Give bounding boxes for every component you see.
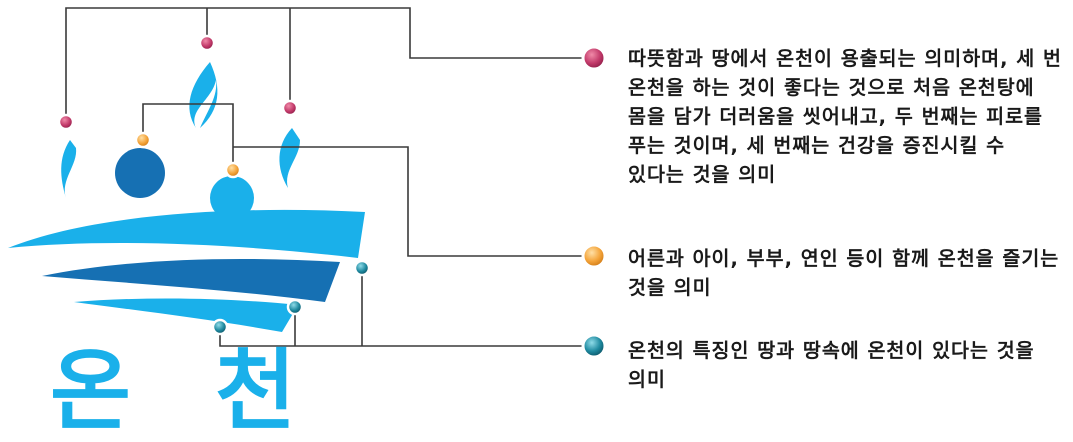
legend-text-warmth: 따뜻함과 땅에서 온천이 용출되는 의미하며, 세 번 온천을 하는 것이 좋다… [628,47,1062,186]
legend-bullet-orange [581,243,607,269]
marker-magenta-flame-left [57,113,75,131]
marker-teal-top [353,259,371,277]
legend-bullet-teal [581,333,607,359]
steam-flame-right [279,128,300,188]
adult-head-icon [115,148,165,198]
legend-text-ground: 온천의 특징인 땅과 땅속에 온천이 있다는 것을 의미 [628,339,1035,391]
legend-bullet-magenta [581,45,607,71]
marker-teal-middle [286,298,304,316]
steam-flame-center [189,62,218,128]
water-band-top [8,209,365,258]
marker-orange-adult [134,131,152,149]
marker-teal-bottom [211,318,229,336]
ground-band-middle [42,258,340,302]
logo-char-on: 온 [50,339,131,442]
logo-graphic [8,62,365,332]
water-band-bottom [74,298,298,332]
logo-char-cheon: 천 [215,339,296,442]
logo-markers [57,34,371,336]
steam-flame-left [61,140,77,198]
child-head-icon [210,176,254,220]
marker-orange-child [224,161,242,179]
legend-text-family: 어른과 아이, 부부, 연인 등이 함께 온천을 즐기는 것을 의미 [628,247,1060,299]
legend-bullets [581,45,607,359]
marker-magenta-flame-center [198,34,216,52]
marker-magenta-flame-right [281,99,299,117]
